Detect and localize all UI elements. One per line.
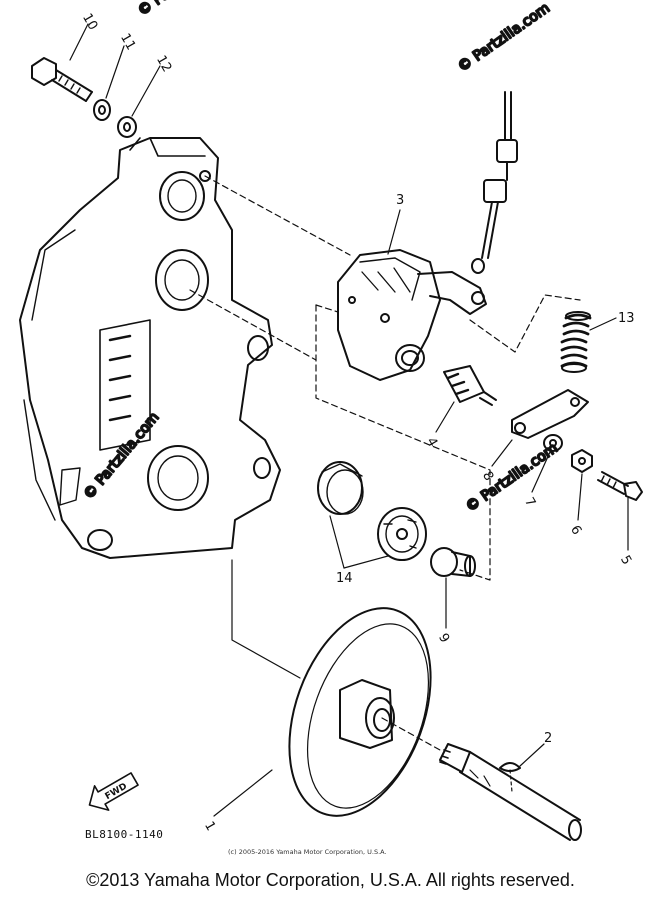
worm-gear-4: [443, 365, 497, 406]
leader-line: [204, 175, 351, 256]
callout-4: 4: [423, 435, 440, 450]
small-copyright: (c) 2005-2016 Yamaha Motor Corporation, …: [228, 848, 387, 856]
control-cable: [471, 91, 518, 274]
washer-12: [117, 116, 137, 138]
callout-1: 1: [201, 819, 218, 834]
sheave-disc-1: [288, 607, 432, 817]
cap-14: [317, 461, 364, 515]
watermark: © Partzilla.com: [463, 440, 561, 515]
bolt-10: [31, 57, 93, 102]
part-code: BL8100-1140: [85, 828, 164, 841]
callout-6b: 6: [567, 523, 584, 538]
leader-line: [509, 769, 513, 793]
leader-line: [315, 304, 491, 581]
woodruff-key-2: [499, 762, 521, 772]
bearing-14: [377, 507, 427, 561]
callout-13: 13: [618, 311, 635, 326]
copyright-notice: ©2013 Yamaha Motor Corporation, U.S.A. A…: [86, 870, 575, 890]
callout-5: 5: [617, 553, 634, 568]
washer-7: [543, 434, 563, 452]
callout-9: 9: [435, 631, 452, 646]
housing-casting: [19, 137, 281, 559]
callout-7: 7: [521, 495, 538, 510]
leader-line: [315, 304, 339, 313]
leader-line: [231, 559, 301, 679]
nut-6b: [571, 449, 593, 473]
callout-2: 2: [544, 731, 552, 746]
lock-washer-11: [93, 99, 111, 121]
fwd-label: FWD: [104, 782, 129, 802]
link-plate-8: [511, 389, 589, 439]
leader-line: [189, 289, 317, 361]
gear-shaft-9: [430, 547, 476, 577]
watermark: © Partzilla.com: [455, 0, 553, 75]
watermark: © Partzilla.com: [135, 0, 233, 19]
bolt-5: [597, 471, 643, 501]
callout-14: 14: [336, 571, 353, 586]
callout-10: 10: [79, 11, 100, 33]
callout-leaders: [69, 23, 629, 817]
callout-12: 12: [153, 53, 174, 75]
exploded-parts-diagram: © Partzilla.com © Partzilla.com © Partzi…: [19, 0, 643, 841]
forward-arrow-icon: FWD: [88, 772, 139, 811]
spring-13: [560, 311, 592, 373]
callout-3: 3: [396, 193, 404, 208]
callout-11: 11: [117, 31, 138, 53]
lever-arm-3: [337, 249, 487, 381]
shaft: [381, 717, 582, 841]
